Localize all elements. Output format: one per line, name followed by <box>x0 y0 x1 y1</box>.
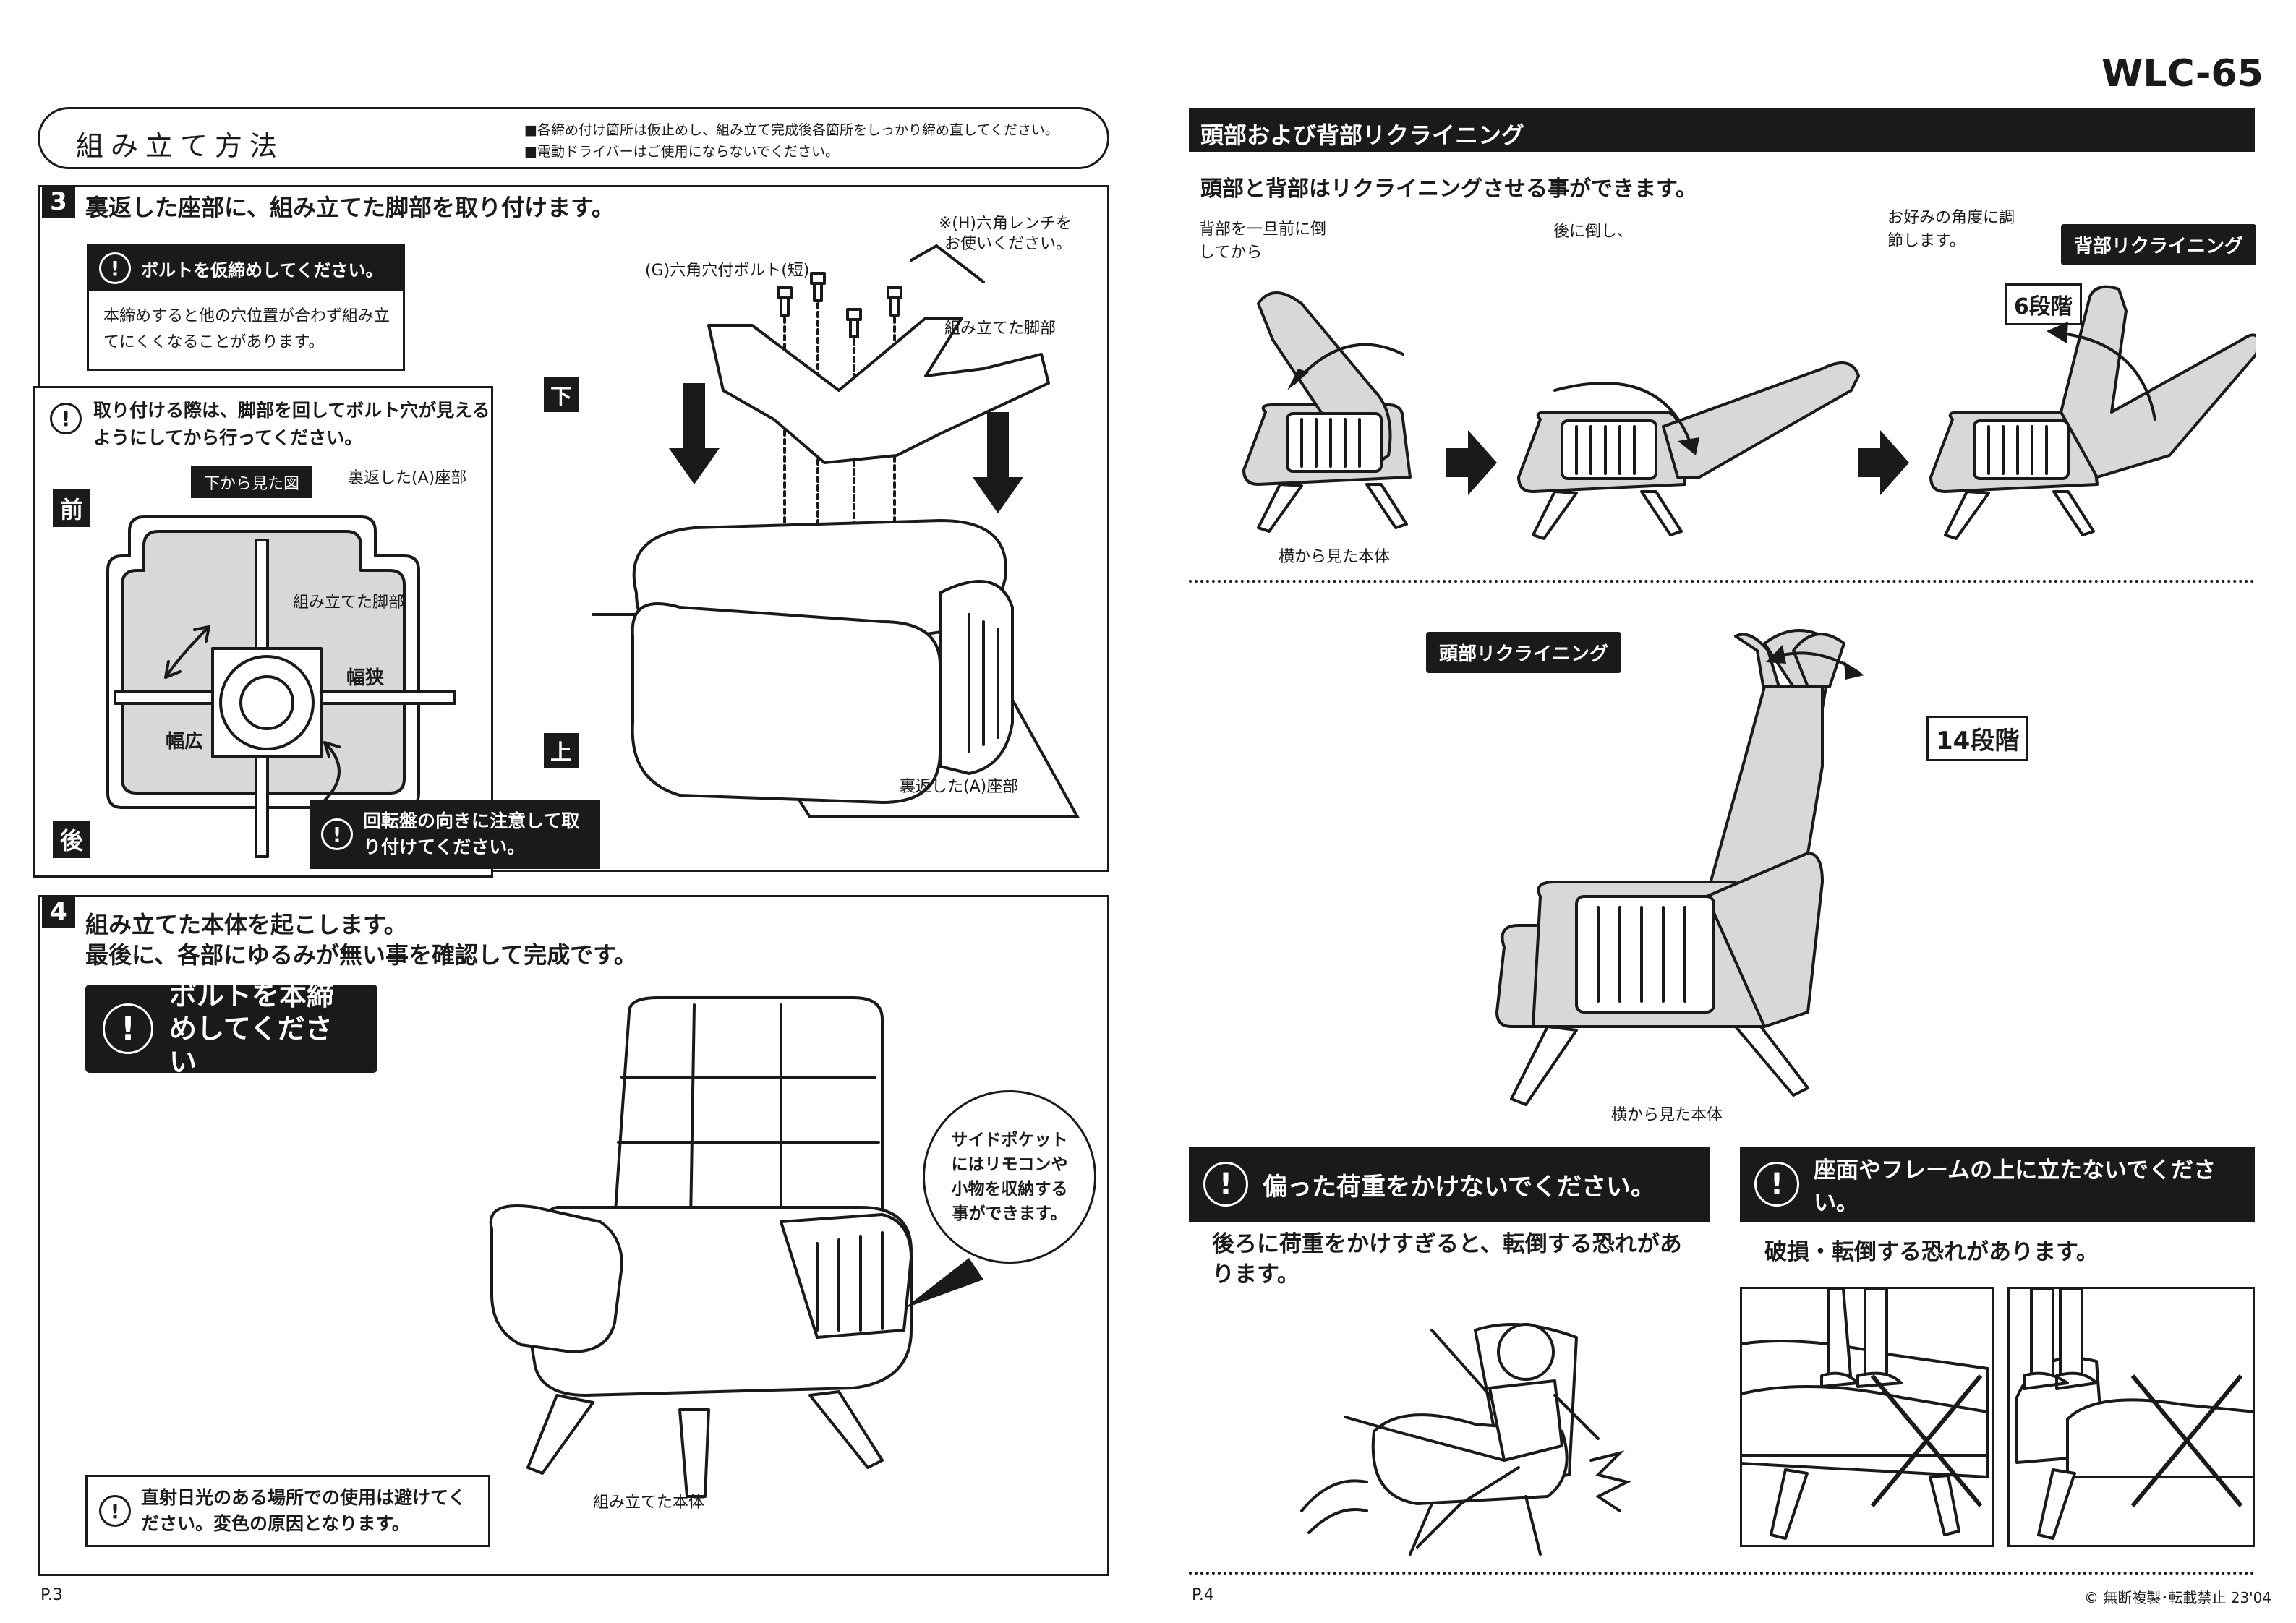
tipping-person-illustration <box>1300 1323 1631 1556</box>
dotted-divider-bottom <box>1189 1572 2255 1575</box>
warn2-body: 破損・転倒する恐れがあります。 <box>1764 1239 2099 1265</box>
assembly-note-1: ■各締め付け箇所は仮止めし、組み立て完成後各箇所をしっかり締め直してください。 <box>524 122 1059 138</box>
dotted-divider <box>1189 580 2255 583</box>
pocket-note-bubble: サイドポケットにはリモコンや小物を収納する事ができます。 <box>923 1090 1096 1264</box>
no-standing-seat-panel <box>1740 1287 1994 1547</box>
step4-frame <box>38 895 1109 1576</box>
recline-sub: 頭部と背部はリクライニングさせる事ができます。 <box>1200 176 1697 202</box>
recline-header: 頭部および背部リクライニング <box>1189 108 2255 152</box>
bottom-view-badge: 下から見た図 <box>191 466 313 498</box>
exclamation-icon: ! <box>1203 1162 1248 1207</box>
exclamation-icon: ! <box>103 1003 153 1054</box>
label-front: 前 <box>53 489 90 527</box>
model-number: WLC-65 <box>2101 52 2263 95</box>
no-standing-frame-panel <box>2007 1287 2255 1547</box>
rotate-warn-text: 回転盤の向きに注意して取り付けてください。 <box>363 810 580 857</box>
head-steps-badge: 14段階 <box>1926 716 2029 761</box>
exclamation-icon: ! <box>99 252 131 284</box>
step4-title-2: 最後に、各部にゆるみが無い事を確認して完成です。 <box>85 941 637 969</box>
assembly-header-title: 組み立て方法 <box>76 130 285 162</box>
label-seat2: 裏返した(A)座部 <box>900 778 1019 796</box>
step3-inset: ! 取り付ける際は、脚部を回してボルト穴が見えるようにしてから行ってください。 … <box>33 386 493 878</box>
label-narrow: 幅狭 <box>346 667 385 689</box>
warn1-title: 偏った荷重をかけないでください。 <box>1263 1172 1655 1202</box>
step-a: 背部を一旦前に倒してから <box>1199 220 1327 262</box>
head-recline-illustration <box>1495 629 1864 1106</box>
standing-on-seat-illustration <box>1742 1289 1989 1540</box>
assembly-note-2: ■電動ドライバーはご使用にならないでください。 <box>524 144 840 160</box>
tighten-warn-text: ボルトを本締めしてください <box>169 980 335 1078</box>
pocket-note: サイドポケットにはリモコンや小物を収納する事ができます。 <box>951 1131 1068 1223</box>
warn1-header: ! 偏った荷重をかけないでください。 <box>1189 1147 1710 1222</box>
step3-title: 裏返した座部に、組み立てた脚部を取り付けます。 <box>85 194 615 221</box>
assembly-header: 組み立て方法 ■各締め付け箇所は仮止めし、組み立て完成後各箇所をしっかり締め直し… <box>38 107 1109 169</box>
exclamation-icon: ! <box>50 403 82 434</box>
step-c: お好みの角度に調節します。 <box>1887 209 2015 250</box>
tighten-warn: ! ボルトを本締めしてください <box>85 980 377 1078</box>
label-leg: 組み立てた脚部 <box>293 594 405 612</box>
inset-title: 取り付ける際は、脚部を回してボルト穴が見えるようにしてから行ってください。 <box>93 400 490 448</box>
step-b: 後に倒し、 <box>1553 223 1634 241</box>
sun-warn: ! 直射日光のある場所での使用は避けてください。変色の原因となります。 <box>85 1475 490 1547</box>
attach-legs-illustration <box>592 244 1080 818</box>
label-back: 後 <box>53 821 90 858</box>
step3-warn-title: ボルトを仮締めしてください。 <box>141 260 383 281</box>
step3-warn-body: 本締めすると他の穴位置が合わず組み立てにくくなることがあります。 <box>103 307 391 351</box>
label-up: 上 <box>544 733 579 768</box>
label-seat-flipped: 裏返した(A)座部 <box>348 469 467 487</box>
chair-illustration <box>489 996 983 1498</box>
warn1-body: 後ろに荷重をかけすぎると、転倒する恐れがあります。 <box>1212 1231 1682 1288</box>
back-recline-sequence <box>1242 285 2256 540</box>
label-leg2: 組み立てた脚部 <box>944 320 1057 338</box>
label-down: 下 <box>544 377 579 412</box>
warn2-header: ! 座面やフレームの上に立たないでください。 <box>1740 1147 2255 1222</box>
step3-warn-head: ! ボルトを仮締めしてください。 <box>89 246 403 291</box>
back-steps-badge: 6段階 <box>2005 283 2082 325</box>
bottom-view-diagram <box>106 515 456 858</box>
step3-warn-box: ! ボルトを仮締めしてください。 本締めすると他の穴位置が合わず組み立てにくくな… <box>87 244 405 371</box>
step4-number: 4 <box>42 895 75 928</box>
label-wrench: ※(H)六角レンチをお使いください。 <box>938 215 1072 253</box>
head-recline-badge: 頭部リクライニング <box>1426 632 1622 673</box>
step4-title-1: 組み立てた本体を起こします。 <box>85 911 407 938</box>
copyright: © 無断複製･転載禁止 23'04 <box>2084 1589 2272 1606</box>
back-recline-badge: 背部リクライニング <box>2061 224 2257 265</box>
warn2-title: 座面やフレームの上に立たないでください。 <box>1814 1157 2216 1216</box>
page-number-right: P.4 <box>1192 1586 1214 1604</box>
exclamation-icon: ! <box>99 1495 131 1527</box>
sun-warn-text: 直射日光のある場所での使用は避けてください。変色の原因となります。 <box>141 1487 466 1534</box>
standing-on-frame-illustration <box>2015 1289 2253 1540</box>
exclamation-icon: ! <box>321 818 353 850</box>
page-number-left: P.3 <box>40 1586 63 1604</box>
rotate-warn: ! 回転盤の向きに注意して取り付けてください。 <box>310 800 600 869</box>
side-view-label: 横から見た本体 <box>1279 548 1391 566</box>
step3-number: 3 <box>42 185 75 218</box>
label-bolt: (G)六角穴付ボルト(短) <box>645 262 810 280</box>
exclamation-icon: ! <box>1754 1162 1799 1207</box>
label-body: 組み立てた本体 <box>593 1494 705 1512</box>
side-view-label-2: 横から見た本体 <box>1611 1106 1723 1124</box>
label-wide: 幅広 <box>166 731 204 753</box>
